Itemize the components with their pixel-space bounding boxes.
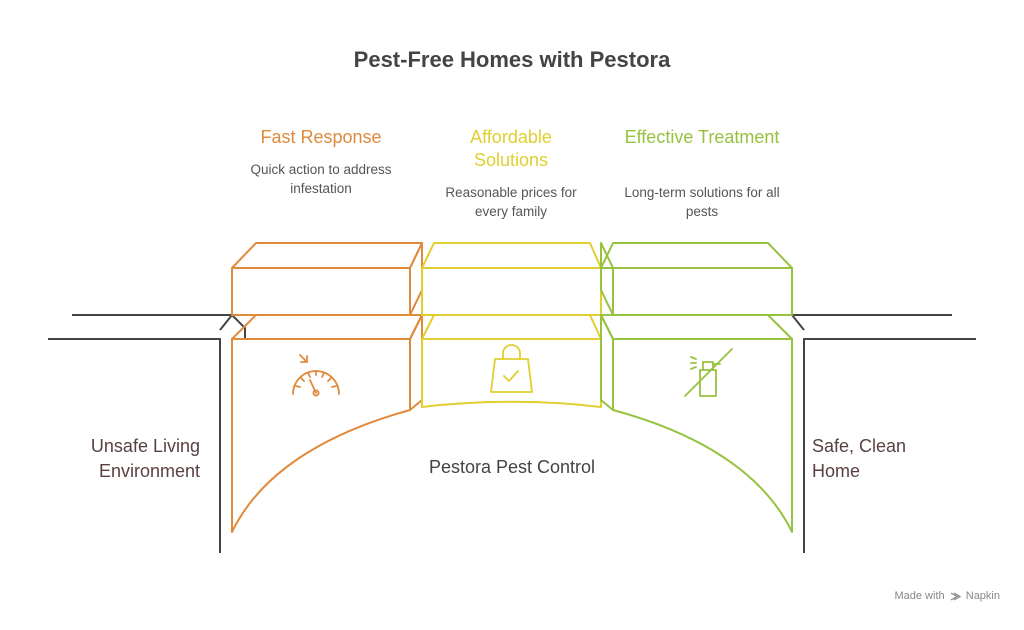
top-block-top-face	[421, 242, 602, 269]
arch-block-top-face	[231, 314, 423, 340]
top-block-side	[600, 242, 614, 316]
made-with-text: Made with	[894, 590, 945, 603]
top-block-top-face	[600, 242, 793, 269]
pillar-description-fast-response: Quick action to address infestation	[250, 162, 392, 196]
pillar-title-fast-response: Fast Response	[260, 127, 382, 147]
made-with-napkin-footer: Made with Napkin	[894, 590, 1000, 602]
top-block-side	[409, 242, 423, 316]
arch-block-side	[600, 314, 614, 411]
arch-block-side	[409, 314, 423, 411]
pillar-title-effective-treatment: Effective Treatment	[624, 127, 780, 147]
pillar-effective-treatment-shape	[600, 242, 793, 533]
diagram-title: Pest-Free Homes with Pestora	[353, 47, 671, 72]
top-block-front	[612, 267, 793, 316]
napkin-brand-text: Napkin	[965, 590, 1000, 603]
arch-block-front	[231, 338, 411, 533]
top-block-front	[421, 267, 602, 316]
pillar-description-effective-treatment: Long-term solutions for all pests	[624, 185, 780, 219]
arch-block-front	[421, 338, 602, 408]
pillar-affordable-solutions-shape	[421, 242, 602, 408]
right-label-safe-home: Safe, Clean Home	[812, 436, 907, 481]
no-spray-icon	[684, 348, 733, 397]
right-cliff-face	[803, 338, 976, 553]
arch-block-top-face	[421, 314, 602, 340]
napkin-logo-icon	[950, 592, 961, 601]
right-cliff-top-edge	[789, 314, 952, 331]
arch-block-front	[612, 338, 793, 533]
arch-block-top-face	[600, 314, 793, 340]
left-label-unsafe-environment: Unsafe Living Environment	[90, 436, 200, 481]
center-label-pest-control: Pestora Pest Control	[428, 457, 596, 477]
pillar-title-affordable-solutions: Affordable Solutions	[470, 127, 552, 170]
pillar-fast-response-shape	[231, 242, 423, 533]
left-cliff-corner	[231, 314, 246, 339]
left-cliff-face	[48, 338, 221, 553]
pillar-description-affordable-solutions: Reasonable prices for every family	[445, 185, 577, 219]
speedometer-icon	[292, 354, 340, 397]
top-block-front	[231, 267, 411, 316]
left-cliff-top-edge	[72, 314, 235, 331]
shopping-bag-check-icon	[490, 344, 533, 393]
top-block-top-face	[231, 242, 423, 269]
